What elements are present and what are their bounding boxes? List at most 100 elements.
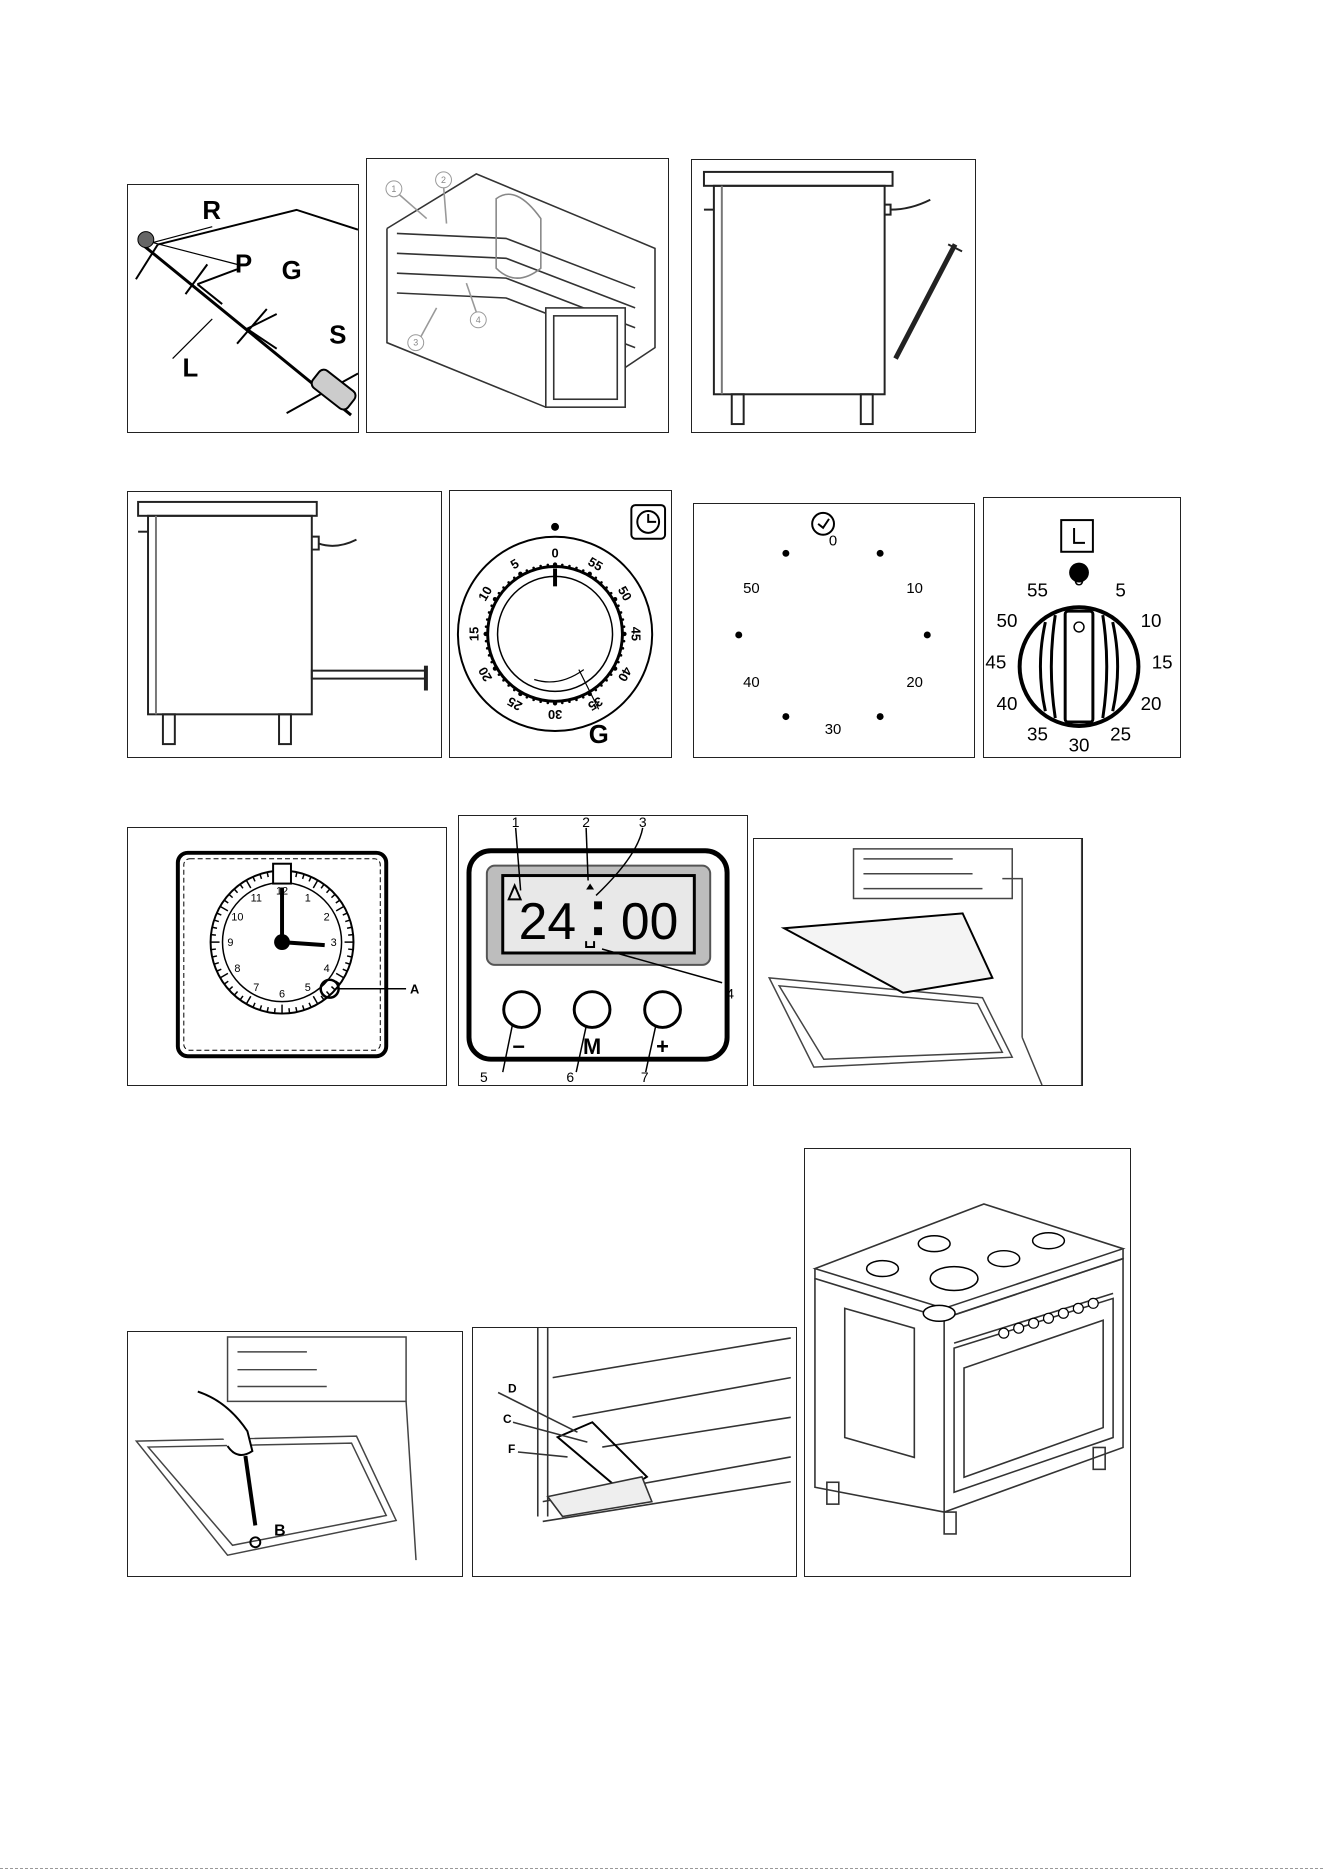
hinge-screw-figure: B [127,1331,463,1577]
clock-number: 11 [251,892,262,904]
clock-number: 6 [279,989,285,1001]
timer-dial-plain-figure: 0 10 20 30 40 50 [693,503,975,758]
timer-minutes: 00 [621,892,678,950]
cooker-overview-drawing [805,1149,1130,1576]
clock-icon-plain [812,513,834,535]
dial-g-number: 10 [475,584,495,604]
rack-callout-2: 2 [441,175,446,185]
callout-3: 3 [639,816,647,830]
rack-callout-3: 3 [413,338,418,348]
dial-g-number: 50 [615,584,635,604]
dial-g-number: 35 [585,694,605,714]
clock-number: 4 [324,963,330,975]
callout-5: 5 [480,1069,488,1085]
knob-timer-number: 55 [1027,580,1048,601]
label-p: P [235,250,252,278]
clock-number: 5 [305,982,311,994]
dial-g-number: 15 [467,627,482,641]
plus-button-label: + [656,1034,669,1059]
label-l: L [183,354,199,382]
cooker-side-door-open-drawing [692,160,975,432]
digital-timer-figure: 24 00 1 2 3 4 5 6 7 [458,815,748,1086]
oven-racks-drawing: 1 2 3 4 [367,159,668,432]
clock-number: 1 [305,892,311,904]
knob-timer-drawing: 0 5 10 15 20 25 30 35 40 45 50 55 [984,498,1180,757]
label-r: R [202,197,221,225]
dial-g-number: 55 [585,554,605,574]
rotisserie-drawing: R P G L S [128,185,358,432]
knob-timer-number: 45 [985,652,1006,673]
rack-callout-1: 1 [391,184,396,194]
glass-door-panel-figure [753,838,1083,1086]
dial-plain-number: 20 [906,675,923,691]
dial-g-number: 5 [508,556,522,573]
callout-6: 6 [566,1069,574,1085]
timer-dial-plain-drawing: 0 10 20 30 40 50 [694,504,974,757]
knob-timer-number: 10 [1141,610,1162,631]
dial-g-number: 40 [615,664,635,684]
knob-timer-number: 15 [1152,652,1173,673]
timer-dial-g-figure: 0 55 50 45 40 35 30 25 20 15 10 5 G [449,490,672,758]
timer-icon [1074,528,1085,543]
knob-timer-number: 30 [1069,735,1090,756]
clock-number: 2 [324,911,330,923]
callout-7: 7 [641,1069,649,1085]
clock-number: 3 [331,937,337,949]
oven-racks-figure: 1 2 3 4 [366,158,669,433]
dial-plain-number: 0 [829,534,837,550]
minus-button[interactable] [504,992,540,1028]
clock-number: 10 [231,911,243,923]
hinge-screw-drawing: B [128,1332,462,1576]
mode-button[interactable] [574,992,610,1028]
minus-button-label: − [512,1034,525,1059]
rack-callout-4: 4 [476,315,481,325]
hinge-detail-drawing: D C F [473,1328,796,1576]
cooker-side-door-flat-drawing [128,492,441,757]
clock-marker-a: A [410,982,419,997]
dial-g-number: 45 [628,627,643,641]
cooker-side-door-flat-figure [127,491,442,758]
hinge-label-d: D [508,1381,517,1395]
analog-clock-drawing: 121234567891011 A [128,828,446,1085]
analog-clock-figure: 121234567891011 A [127,827,447,1086]
cooker-overview-figure [804,1148,1131,1577]
knob-timer-number: 35 [1027,724,1048,745]
dial-plain-number: 10 [906,581,923,597]
dial-plain-number: 40 [743,675,760,691]
knob-timer-number: 40 [997,693,1018,714]
knob-timer-number: 50 [997,610,1018,631]
dial-plain-number: 30 [825,722,842,738]
glass-door-panel-drawing [754,839,1082,1085]
label-g: G [282,257,302,285]
knob-timer-number: 20 [1141,693,1162,714]
mode-button-label: M [583,1034,601,1059]
dial-g-label: G [589,721,609,749]
callout-1: 1 [512,816,520,830]
plus-button[interactable] [645,992,681,1028]
knob-timer-number: 25 [1110,724,1131,745]
clock-number: 7 [253,982,259,994]
hinge-label-c: C [503,1412,512,1426]
dial-g-number: 25 [505,694,525,714]
dial-g-number: 20 [475,664,495,684]
digital-timer-drawing: 24 00 1 2 3 4 5 6 7 [459,816,747,1085]
label-s: S [329,322,346,350]
clock-number: 9 [227,937,233,949]
dial-g-number: 30 [548,707,562,722]
cooker-side-door-open-figure [691,159,976,433]
dial-plain-number: 50 [743,581,760,597]
knob-timer-number: 0 [1074,568,1084,589]
callout-2: 2 [582,816,590,830]
rotisserie-figure: R P G L S [127,184,359,433]
clock-number: 8 [234,963,240,975]
knob-timer-number: 5 [1115,580,1125,601]
hinge-label-f: F [508,1442,515,1456]
callout-4: 4 [726,986,734,1002]
timer-hours: 24 [519,892,576,950]
timer-dial-g-drawing: 0 55 50 45 40 35 30 25 20 15 10 5 G [450,491,671,757]
page-bottom-rule [0,1868,1323,1869]
hinge-screw-label-b: B [274,1522,285,1539]
knob-timer-figure: 0 5 10 15 20 25 30 35 40 45 50 55 [983,497,1181,758]
hinge-detail-figure: D C F [472,1327,797,1577]
dial-g-number: 0 [551,546,558,561]
